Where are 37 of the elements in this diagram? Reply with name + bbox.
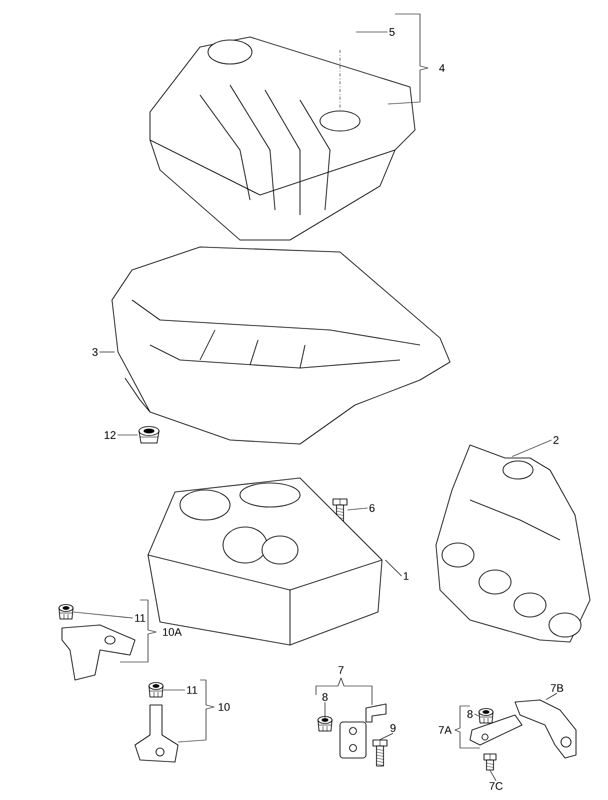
leader-line <box>324 702 326 718</box>
callout-number: 10A <box>163 628 182 636</box>
leader-line <box>347 508 368 510</box>
leader-line <box>385 560 402 576</box>
leader-line <box>546 692 558 700</box>
grommet-drawing <box>148 682 164 698</box>
callout-number: 7B <box>550 684 564 692</box>
leader-line <box>490 770 496 782</box>
callout-number: 9 <box>390 724 396 732</box>
callout-number: 11 <box>187 686 198 694</box>
callout-number: 5 <box>389 28 395 36</box>
leader-line <box>512 440 552 457</box>
seal-drawing <box>138 426 160 444</box>
leader-line <box>380 733 394 740</box>
callout-number: 12 <box>104 431 116 439</box>
leader-line <box>73 612 134 618</box>
callout-number: 8 <box>467 710 473 718</box>
exhaust-manifold-drawing <box>436 444 590 642</box>
callout-number: 4 <box>439 64 445 72</box>
callout-number: 6 <box>370 504 375 512</box>
leader-line <box>474 714 479 716</box>
bolt-drawing <box>372 740 388 766</box>
callout-number: 7C <box>490 782 503 790</box>
callout-number: 7A <box>438 726 452 734</box>
callout-number: 3 <box>92 348 98 356</box>
grommet-drawing <box>318 716 332 732</box>
callout-number: 2 <box>554 436 559 444</box>
grommet-drawing <box>478 708 494 724</box>
grommet-drawing <box>58 604 74 620</box>
cylinder-head-cover-drawing <box>148 478 382 646</box>
bolt-drawing <box>484 754 496 770</box>
callout-number: 7 <box>338 666 344 674</box>
callout-number: 1 <box>404 572 409 580</box>
leader-line <box>117 434 138 436</box>
callout-number: 8 <box>322 693 328 701</box>
callout-number: 11 <box>135 614 146 622</box>
callout-number: 10 <box>218 703 230 711</box>
